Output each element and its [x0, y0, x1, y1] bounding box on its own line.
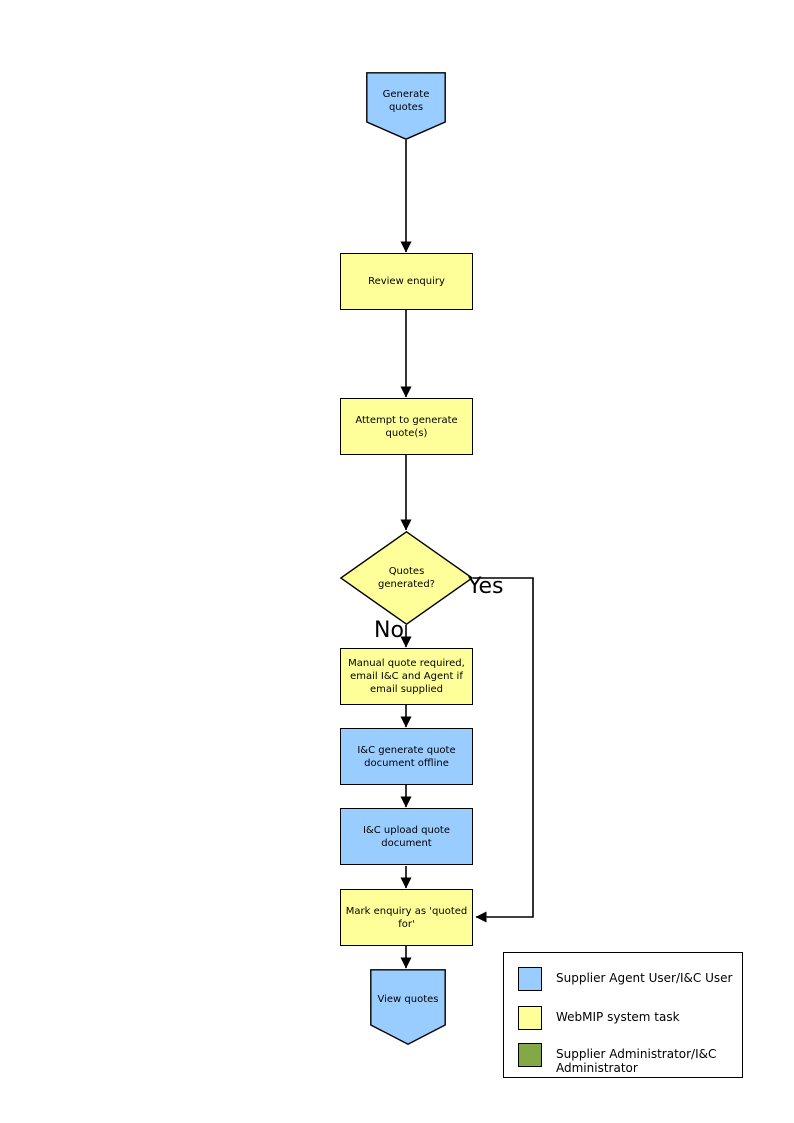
- quotes-generated-shape: [340, 531, 473, 625]
- node-attempt-generate-quotes[interactable]: Attempt to generate quote(s): [340, 398, 473, 455]
- legend-label-webmip-system-task: WebMIP system task: [556, 1010, 680, 1024]
- node-view-quotes-label: View quotes: [377, 994, 439, 1005]
- node-ic-generate-quote-offline[interactable]: I&C generate quote document offline: [340, 728, 473, 785]
- node-review-enquiry[interactable]: Review enquiry: [340, 253, 473, 310]
- node-quotes-generated[interactable]: Quotes generated?: [340, 531, 473, 625]
- generate-quotes-shape: [366, 72, 446, 140]
- legend-swatch-blue: [518, 967, 542, 991]
- legend-swatch-green: [518, 1043, 542, 1067]
- view-quotes-shape: [370, 969, 446, 1045]
- legend-swatch-yellow: [518, 1006, 542, 1030]
- node-ic-upload-quote-document[interactable]: I&C upload quote document: [340, 808, 473, 865]
- node-attempt-generate-quotes-label: Attempt to generate quote(s): [355, 414, 458, 439]
- node-view-quotes[interactable]: View quotes: [370, 969, 446, 1045]
- node-manual-quote-required[interactable]: Manual quote required, email I&C and Age…: [340, 648, 473, 705]
- node-quotes-generated-label: Quotes generated?: [378, 566, 435, 590]
- node-mark-enquiry-quoted-for[interactable]: Mark enquiry as 'quoted for': [340, 889, 473, 946]
- edge-label-yes: Yes: [468, 574, 504, 599]
- node-ic-generate-quote-offline-label: I&C generate quote document offline: [357, 744, 456, 769]
- node-ic-upload-quote-document-label: I&C upload quote document: [362, 824, 451, 849]
- legend-item-supplier-agent-user: Supplier Agent User/I&C User: [518, 967, 732, 991]
- node-review-enquiry-label: Review enquiry: [368, 276, 445, 287]
- node-mark-enquiry-quoted-for-label: Mark enquiry as 'quoted for': [345, 905, 468, 930]
- node-manual-quote-required-label: Manual quote required, email I&C and Age…: [348, 658, 465, 695]
- legend-item-supplier-administrator: Supplier Administrator/I&C Administrator: [518, 1043, 716, 1075]
- legend-label-supplier-administrator: Supplier Administrator/I&C Administrator: [556, 1047, 717, 1075]
- legend: Supplier Agent User/I&C User WebMIP syst…: [503, 952, 743, 1078]
- edge-label-no: No: [374, 618, 404, 643]
- node-generate-quotes-label: Generate quotes: [382, 89, 430, 113]
- legend-label-supplier-agent-user: Supplier Agent User/I&C User: [556, 971, 733, 985]
- legend-item-webmip-system-task: WebMIP system task: [518, 1006, 680, 1030]
- edge-decision-yes-to-mark: [473, 577, 534, 923]
- node-generate-quotes[interactable]: Generate quotes: [366, 72, 446, 140]
